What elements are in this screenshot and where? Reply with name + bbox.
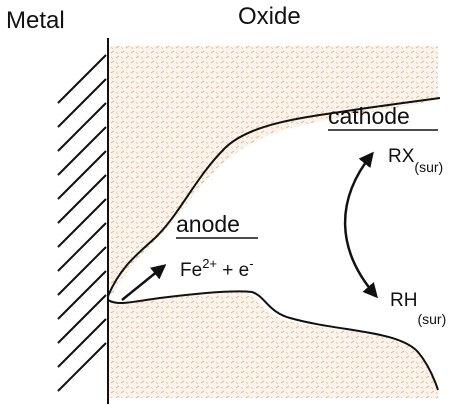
product-subscript: (sur)	[417, 311, 446, 327]
cathode-label: cathode	[328, 103, 410, 129]
anode-arrow	[121, 264, 167, 301]
metal-hatching	[57, 54, 107, 392]
oxide-label: Oxide	[238, 3, 301, 30]
cathode-curved-arrow	[343, 151, 378, 299]
reactant-subscript: (sur)	[414, 159, 443, 175]
cathode-reactant-text: RX(sur)	[388, 146, 443, 175]
anode-species-charge: 2+	[202, 256, 217, 271]
anode-reaction-text: Fe2+ + e-	[180, 256, 254, 281]
anode-species: Fe	[180, 260, 202, 281]
cathode-product-text: RH(sur)	[390, 290, 446, 327]
anode-label: anode	[176, 211, 240, 237]
reactant-species: RX	[388, 146, 415, 167]
electron-charge: -	[249, 256, 253, 271]
product-species: RH	[390, 290, 417, 311]
pore-upper-boundary	[107, 97, 441, 297]
oxide-region-upper	[108, 46, 438, 300]
oxide-region-lower	[108, 292, 438, 398]
anode-plus-electron: + e	[217, 260, 249, 281]
metal-label: Metal	[6, 7, 65, 34]
pore-lower-boundary	[107, 290, 439, 391]
